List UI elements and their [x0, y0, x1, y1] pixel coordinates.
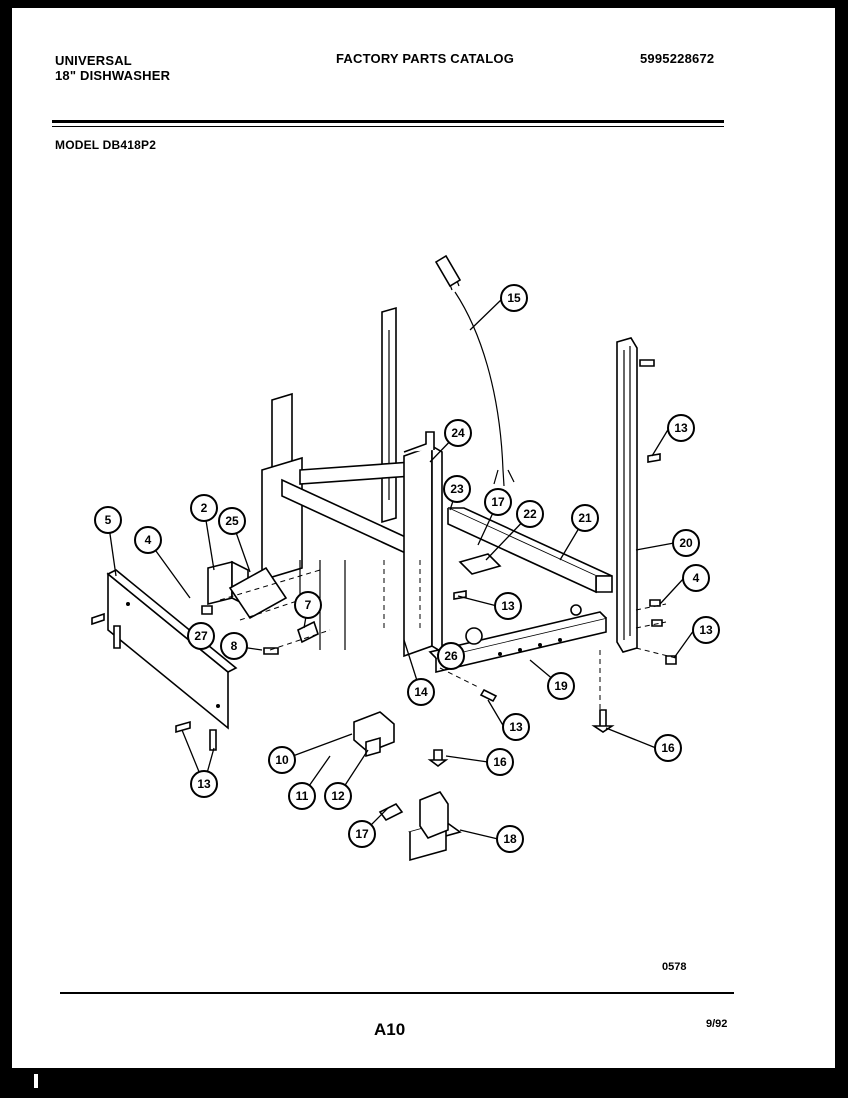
motor-mount	[408, 791, 462, 862]
svg-text:12: 12	[331, 789, 345, 803]
svg-text:17: 17	[491, 495, 505, 509]
svg-text:26: 26	[444, 649, 458, 663]
product-label: 18" DISHWASHER	[55, 68, 171, 83]
svg-text:27: 27	[194, 629, 208, 643]
part-callout: 2	[190, 494, 218, 522]
svg-text:5: 5	[105, 513, 112, 527]
svg-text:25: 25	[225, 514, 239, 528]
svg-text:13: 13	[699, 623, 713, 637]
svg-text:18: 18	[503, 832, 517, 846]
part-callout: 16	[486, 748, 514, 776]
svg-text:24: 24	[451, 426, 465, 440]
drawing-code: 0578	[662, 961, 687, 973]
part-callout: 24	[444, 419, 472, 447]
side-rail	[616, 337, 638, 653]
svg-text:17: 17	[355, 827, 369, 841]
svg-text:13: 13	[674, 421, 688, 435]
part-callout: 5	[94, 506, 122, 534]
scan-border-left	[0, 0, 12, 1098]
svg-text:7: 7	[305, 598, 312, 612]
front-upright	[381, 306, 397, 524]
part-callout: 13	[502, 713, 530, 741]
part-callout: 16	[654, 734, 682, 762]
svg-text:8: 8	[231, 639, 238, 653]
svg-text:21: 21	[578, 511, 592, 525]
scan-border-right	[835, 0, 848, 1098]
assembly-guides	[219, 560, 677, 710]
svg-text:13: 13	[509, 720, 523, 734]
svg-text:22: 22	[523, 507, 537, 521]
brand-label: UNIVERSAL	[55, 53, 132, 68]
inlet-valve	[353, 711, 395, 758]
part-callout: 4	[134, 526, 162, 554]
scan-border-top	[0, 0, 848, 8]
catalog-part-number: 5995228672	[640, 51, 715, 66]
part-callout: 13	[667, 414, 695, 442]
part-callout: 26	[437, 642, 465, 670]
part-callout: 21	[571, 504, 599, 532]
part-callout: 27	[187, 622, 215, 650]
svg-text:11: 11	[296, 789, 309, 803]
part-callout: 15	[500, 284, 528, 312]
catalog-title: FACTORY PARTS CATALOG	[336, 51, 515, 66]
revision-date: 9/92	[706, 1018, 728, 1030]
scan-border-bottom	[0, 1068, 848, 1098]
svg-text:10: 10	[275, 753, 289, 767]
header-rule-thin	[52, 126, 724, 127]
part-callout: 7	[294, 591, 322, 619]
fasteners	[91, 359, 677, 822]
part-callout: 4	[682, 564, 710, 592]
mounting-bracket	[207, 560, 288, 620]
part-callout: 23	[443, 475, 471, 503]
part-callout: 13	[692, 616, 720, 644]
part-callout: 17	[348, 820, 376, 848]
part-callout: 13	[190, 770, 218, 798]
svg-text:13: 13	[501, 599, 515, 613]
left-frame-bracket	[261, 392, 413, 650]
svg-text:16: 16	[661, 741, 675, 755]
model-label: MODEL DB418P2	[55, 138, 157, 152]
svg-text:15: 15	[507, 291, 521, 305]
part-callout: 12	[324, 782, 352, 810]
svg-text:2: 2	[201, 501, 208, 515]
part-callout: 18	[496, 825, 524, 853]
part-callout: 17	[484, 488, 512, 516]
part-callout: 11	[288, 782, 316, 810]
front-crossbar	[428, 611, 607, 674]
part-callout: 22	[516, 500, 544, 528]
header-rule-thick	[52, 120, 724, 123]
footer-rule	[60, 992, 734, 994]
catalog-page: UNIVERSAL 18" DISHWASHER FACTORY PARTS C…	[12, 8, 835, 1068]
page-number: A10	[374, 1020, 406, 1039]
svg-text:4: 4	[693, 571, 700, 585]
part-callout: 19	[547, 672, 575, 700]
part-callout: 13	[494, 592, 522, 620]
part-callout: 20	[672, 529, 700, 557]
part-callout: 25	[218, 507, 246, 535]
power-cord	[434, 254, 515, 487]
part-callout: 10	[268, 746, 296, 774]
scan-mark	[34, 1074, 38, 1088]
svg-text:23: 23	[450, 482, 464, 496]
svg-text:13: 13	[197, 777, 211, 791]
leader-lines	[107, 297, 695, 840]
svg-text:4: 4	[145, 533, 152, 547]
part-callout: 8	[220, 632, 248, 660]
part-callout: 14	[407, 678, 435, 706]
svg-text:16: 16	[493, 755, 507, 769]
svg-text:19: 19	[554, 679, 568, 693]
svg-text:14: 14	[414, 685, 428, 699]
exploded-parts-diagram: 15 24 13 23 17 22 21 20 4 13 5 2 25 4 7 …	[91, 254, 720, 862]
svg-text:20: 20	[679, 536, 693, 550]
center-column	[403, 431, 443, 658]
